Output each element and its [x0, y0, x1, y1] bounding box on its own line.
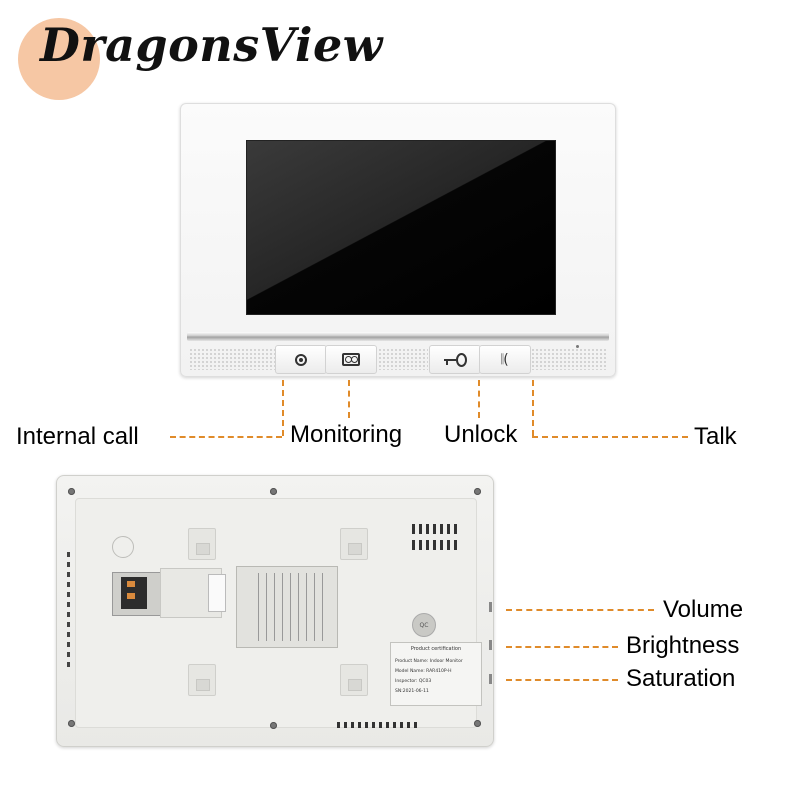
screw — [68, 720, 75, 727]
saturation-label: Saturation — [626, 665, 736, 692]
mounting-hook — [188, 528, 216, 560]
saturation-callout — [506, 679, 618, 681]
logo-badge-circle — [18, 18, 100, 100]
volume-knob[interactable] — [489, 602, 492, 612]
brightness-knob[interactable] — [489, 640, 492, 650]
internal-call-button[interactable] — [275, 345, 327, 374]
indoor-monitor-front: 𝄁( — [180, 103, 616, 377]
qc-badge: QC — [412, 613, 436, 637]
screw — [270, 488, 277, 495]
unlock-label: Unlock — [444, 421, 518, 448]
monitor-screen — [246, 140, 556, 315]
internal-call-callout-vertical — [282, 380, 284, 436]
talk-label: Talk — [694, 423, 737, 450]
speaker-grille-right — [531, 348, 607, 370]
brightness-callout — [506, 646, 618, 648]
certification-title: Product certification — [410, 646, 462, 652]
screw — [474, 488, 481, 495]
mounting-hook — [188, 664, 216, 696]
mounting-hook — [340, 664, 368, 696]
certification-line: SN:2021-06-11 — [395, 689, 429, 694]
speaker-grille-center — [378, 348, 428, 370]
wire-clip — [208, 574, 226, 612]
wiring-terminal — [112, 572, 162, 616]
certification-line: Model Name: RAR410P-H — [395, 669, 452, 674]
round-knockout — [112, 536, 134, 558]
internal-call-label: Internal call — [16, 423, 139, 450]
brand-logo-text: DragonsView — [40, 18, 383, 72]
certification-line: Product Name: Indoor Monitor — [395, 659, 463, 664]
saturation-knob[interactable] — [489, 674, 492, 684]
unlock-button[interactable] — [429, 345, 481, 374]
circle-dot-icon — [295, 353, 307, 366]
screw — [474, 720, 481, 727]
monitoring-button[interactable] — [325, 345, 377, 374]
silver-trim-strip — [187, 332, 609, 341]
monitoring-callout-vertical — [348, 380, 350, 418]
volume-label: Volume — [663, 596, 744, 623]
screw — [68, 488, 75, 495]
unlock-callout-vertical — [478, 380, 480, 418]
product-certification-label: Product certification Product Name: Indo… — [390, 642, 482, 706]
brightness-label: Brightness — [626, 632, 740, 659]
talk-button[interactable]: 𝄁( — [479, 345, 531, 374]
handset-icon: 𝄁( — [501, 351, 509, 368]
power-indicator-dot — [576, 345, 579, 348]
wiring-diagram-sticker — [236, 566, 338, 648]
talk-callout-vertical — [532, 380, 534, 436]
internal-call-callout-horizontal — [170, 436, 282, 438]
mounting-hook — [340, 528, 368, 560]
monitoring-label: Monitoring — [290, 421, 403, 448]
speaker-grille-left — [189, 348, 277, 370]
key-icon — [443, 352, 467, 367]
talk-callout-horizontal — [532, 436, 688, 438]
screw — [270, 722, 277, 729]
camera-icon — [342, 353, 360, 366]
certification-line: Inspector: QC03 — [395, 679, 432, 684]
volume-callout — [506, 609, 654, 611]
